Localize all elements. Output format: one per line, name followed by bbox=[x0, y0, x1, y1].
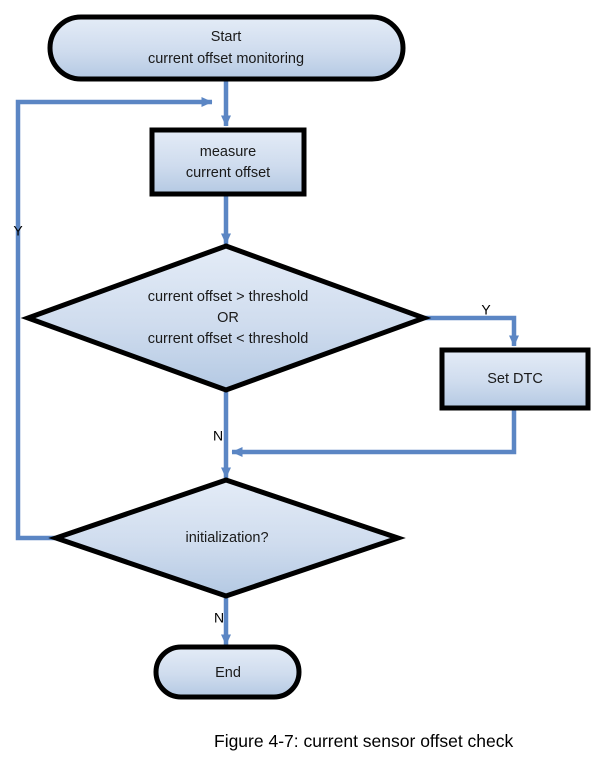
measure-label-line2: current offset bbox=[186, 165, 270, 181]
node-check-threshold[interactable]: current offset > threshold OR current of… bbox=[20, 243, 432, 393]
setdtc-label: Set DTC bbox=[487, 371, 543, 387]
check-label-line1: current offset > threshold bbox=[148, 289, 309, 305]
edge-setdtc-to-init bbox=[231, 408, 517, 457]
node-start[interactable]: Start current offset monitoring bbox=[47, 14, 406, 82]
node-initialization[interactable]: initialization? bbox=[48, 477, 406, 599]
edge-init-yes-to-measure bbox=[15, 97, 213, 541]
init-label: initialization? bbox=[185, 530, 268, 546]
edge-check-yes-to-setdtc bbox=[424, 315, 519, 347]
node-set-dtc[interactable]: Set DTC bbox=[439, 347, 591, 411]
connectors bbox=[15, 80, 519, 646]
check-shape bbox=[20, 243, 432, 393]
init-shape bbox=[48, 477, 406, 599]
measure-shape bbox=[149, 127, 307, 197]
figure-caption: Figure 4-7: current sensor offset check bbox=[214, 731, 514, 751]
edge-label-init-yes: Y bbox=[13, 223, 23, 239]
edge-line bbox=[15, 97, 213, 541]
edge-labels: Y N Y N bbox=[13, 223, 491, 626]
check-label-line2: OR bbox=[217, 310, 239, 326]
edge-label-init-no: N bbox=[214, 610, 224, 626]
setdtc-shape bbox=[439, 347, 591, 411]
start-label-line2: current offset monitoring bbox=[148, 51, 304, 67]
node-end[interactable]: End bbox=[153, 644, 302, 700]
node-measure[interactable]: measure current offset bbox=[149, 127, 307, 197]
edge-line bbox=[231, 408, 517, 457]
start-shape bbox=[47, 14, 406, 82]
check-label-line3: current offset < threshold bbox=[148, 331, 309, 347]
edge-label-check-no: N bbox=[213, 428, 223, 444]
measure-label-line1: measure bbox=[200, 144, 256, 160]
end-shape bbox=[153, 644, 302, 700]
end-label: End bbox=[215, 665, 241, 681]
edge-line bbox=[424, 315, 519, 347]
start-label-line1: Start bbox=[211, 29, 242, 45]
edge-label-check-yes: Y bbox=[481, 302, 491, 318]
